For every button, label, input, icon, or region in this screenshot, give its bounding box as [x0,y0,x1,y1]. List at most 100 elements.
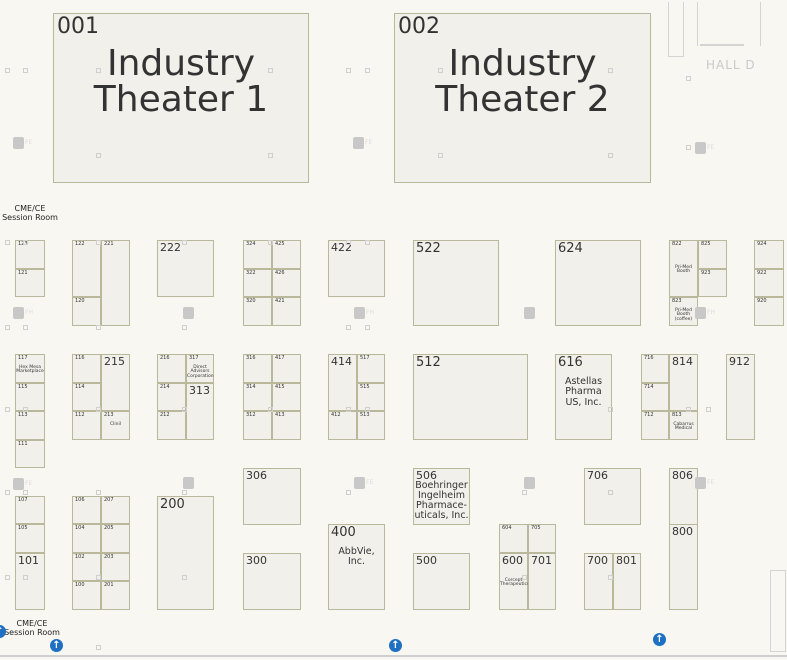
booth-122[interactable]: 122 [72,240,101,297]
booth-513[interactable]: 513 [357,411,385,440]
booth-313[interactable]: 313 [186,383,214,440]
column-marker [608,407,613,412]
exit-up-arrow-icon[interactable]: ↑ [389,639,402,652]
booth-216[interactable]: 216 [157,354,186,383]
booth-920[interactable]: 920 [754,297,784,326]
booth-207[interactable]: 207 [101,496,130,524]
booth-222[interactable]: 222 [157,240,214,297]
booth-517[interactable]: 517 [357,354,385,383]
booth-215[interactable]: 215 [101,354,130,411]
booth-111[interactable]: 111 [15,440,45,468]
booth-306[interactable]: 306 [243,468,301,525]
booth-806[interactable]: 806 [669,468,698,525]
booth-number: 312 [246,412,256,418]
booth-number: 203 [104,554,114,560]
booth-425[interactable]: 425 [272,240,301,269]
booth-312[interactable]: 312 [243,411,272,440]
booth-number: 117 [18,355,28,361]
booth-604[interactable]: 604 [499,524,528,553]
booth-716[interactable]: 716 [641,354,669,383]
booth-115[interactable]: 115 [15,383,45,411]
booth-number: 813 [672,412,682,418]
booth-924[interactable]: 924 [754,240,784,269]
booth-417[interactable]: 417 [272,354,301,383]
column-marker [346,68,351,73]
booth-113[interactable]: 113 [15,411,45,440]
booth-120[interactable]: 120 [72,297,101,326]
booth-number: 122 [75,241,85,247]
booth-706[interactable]: 706 [584,468,641,525]
booth-212[interactable]: 212 [157,411,186,440]
booth-712[interactable]: 712 [641,411,669,440]
booth-500[interactable]: 500 [413,553,470,610]
booth-200[interactable]: 200 [157,496,214,610]
booth-421[interactable]: 421 [272,297,301,326]
booth-700[interactable]: 700 [584,553,613,610]
booth-316[interactable]: 316 [243,354,272,383]
booth-114[interactable]: 114 [72,383,101,411]
booth-100[interactable]: 100 [72,581,101,610]
booth-515[interactable]: 515 [357,383,385,411]
booth-701[interactable]: 701 [528,553,556,610]
booth-107[interactable]: 107 [15,496,45,524]
booth-121[interactable]: 121 [15,269,45,297]
booth-801[interactable]: 801 [613,553,641,610]
booth-415[interactable]: 415 [272,383,301,411]
booth-number: 822 [672,241,682,247]
booth-320[interactable]: 320 [243,297,272,326]
booth-426[interactable]: 426 [272,269,301,297]
booth-205[interactable]: 205 [101,524,130,553]
booth-922[interactable]: 922 [754,269,784,297]
booth-800[interactable]: 800 [669,524,698,610]
booth-214[interactable]: 214 [157,383,186,411]
booth-number: 104 [75,525,85,531]
booth-221[interactable]: 221 [101,240,130,326]
booth-412[interactable]: 412 [328,411,357,440]
booth-104[interactable]: 104 [72,524,101,553]
booth-912[interactable]: 912 [726,354,755,440]
booth-324[interactable]: 324 [243,240,272,269]
booth-101[interactable]: 101 [15,553,45,610]
booth-413[interactable]: 413 [272,411,301,440]
booth-714[interactable]: 714 [641,383,669,411]
booth-number: 101 [18,554,39,567]
booth-300[interactable]: 300 [243,553,301,610]
booth-825[interactable]: 825 [698,240,727,269]
booth-512[interactable]: 512 [413,354,528,440]
booth-705[interactable]: 705 [528,524,556,553]
exit-up-arrow-icon[interactable]: ↑ [653,633,666,646]
booth-105[interactable]: 105 [15,524,45,553]
exit-up-arrow-icon[interactable]: ↑ [0,625,6,638]
booth-314[interactable]: 314 [243,383,272,411]
booth-201[interactable]: 201 [101,581,130,610]
booth-322[interactable]: 322 [243,269,272,297]
booth-112[interactable]: 112 [72,411,101,440]
booth-422[interactable]: 422 [328,240,385,297]
booth-923[interactable]: 923 [698,269,727,297]
booth-number: 113 [18,412,28,418]
booth-624[interactable]: 624 [555,240,641,326]
booth-814[interactable]: 814 [669,354,698,411]
booth-number: 324 [246,241,256,247]
booth-number: 417 [275,355,285,361]
booth-414[interactable]: 414 [328,354,357,411]
booth-203[interactable]: 203 [101,553,130,581]
booth-522[interactable]: 522 [413,240,499,326]
booth-123[interactable]: 123 [15,240,45,269]
booth-106[interactable]: 106 [72,496,101,524]
booth-number: 801 [616,554,637,567]
exit-up-arrow-icon[interactable]: ↑ [50,639,63,652]
column-marker [522,490,527,495]
booth-116[interactable]: 116 [72,354,101,383]
